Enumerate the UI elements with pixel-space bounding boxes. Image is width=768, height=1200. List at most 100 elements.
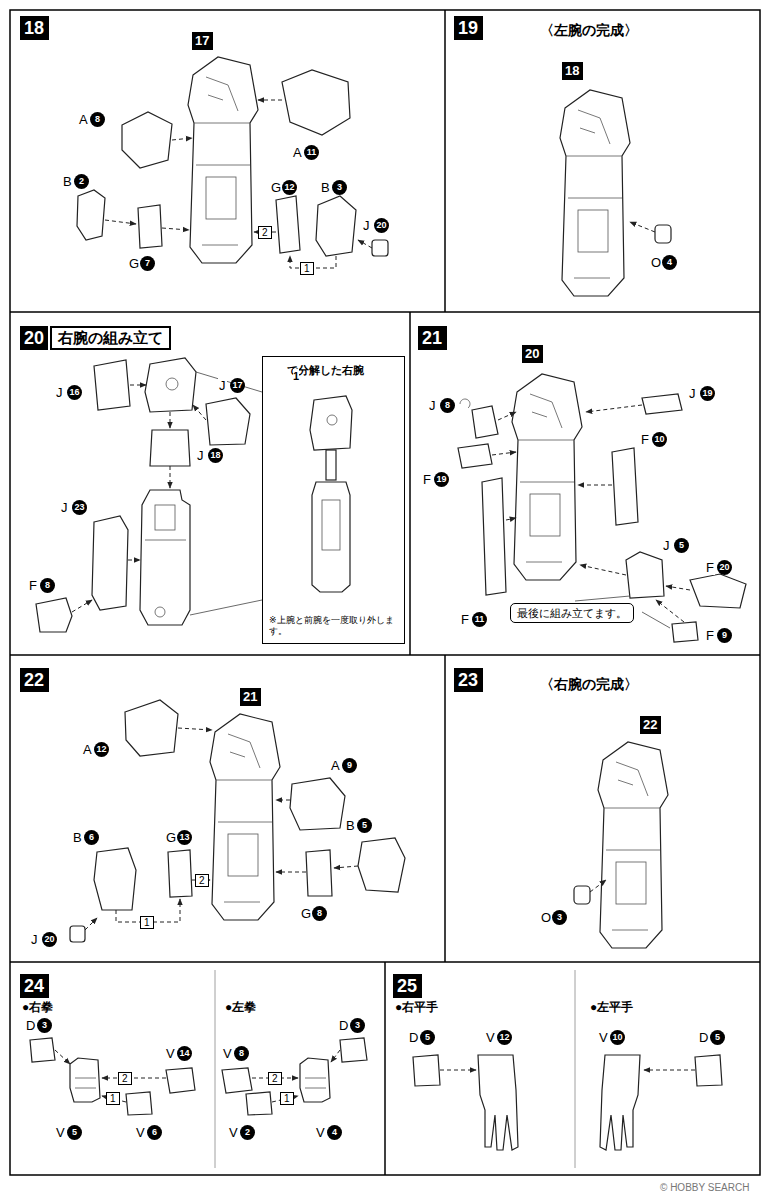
step-number: 21 — [418, 326, 447, 350]
assembly-ref: 17 — [192, 32, 213, 50]
part-outline — [316, 196, 356, 256]
watermark: © HOBBY SEARCH — [660, 1182, 749, 1194]
inset-box: で分解した右腕※上腕と前腕を一度取り外します。1 — [262, 356, 405, 644]
hand-heading: ●右拳 — [22, 1000, 53, 1015]
order-number: 1 — [110, 1093, 116, 1104]
order-box: 2 — [118, 1072, 132, 1085]
part-outline — [122, 112, 172, 168]
order-number: 2 — [122, 1073, 128, 1084]
part-detail — [166, 378, 178, 390]
part-outline — [36, 598, 72, 632]
part-outline — [125, 700, 178, 756]
part-number: 3 — [350, 1018, 365, 1033]
part-number: 8 — [40, 578, 55, 593]
assembly-arrow — [193, 405, 206, 420]
part-letter: F — [28, 578, 38, 593]
part-outline — [458, 444, 492, 468]
part-letter: D — [408, 1030, 419, 1045]
part-number: 12 — [282, 180, 297, 195]
assembly-arrow — [172, 138, 192, 140]
part-letter: D — [338, 1018, 349, 1033]
panel-frame — [444, 10, 446, 312]
order-number: 1 — [144, 917, 150, 928]
part-number: 6 — [147, 1125, 162, 1140]
assembly-arrow — [578, 485, 612, 486]
part-number: 5 — [420, 1030, 435, 1045]
order-box: 1 — [106, 1092, 120, 1105]
part-outline — [94, 360, 130, 410]
part-letter: D — [25, 1018, 36, 1033]
step-number: 25 — [397, 975, 418, 997]
step-number: 25 — [393, 974, 422, 998]
part-letter: A — [330, 758, 341, 773]
part-letter: V — [55, 1125, 66, 1140]
assembly-arrow — [55, 1050, 70, 1064]
part-letter: J — [218, 378, 227, 393]
assembly-number: 17 — [195, 33, 210, 49]
step-number: 22 — [24, 669, 45, 691]
step-number: 21 — [422, 327, 443, 349]
part-outline — [472, 406, 498, 438]
order-box: 1 — [140, 916, 154, 929]
leader-line — [196, 372, 262, 392]
part-outline — [358, 838, 405, 892]
order-box: 2 — [195, 874, 209, 887]
part-outline — [222, 1068, 252, 1093]
part-number: 4 — [662, 255, 677, 270]
part-letter: A — [78, 112, 89, 127]
part-letter: V — [315, 1125, 326, 1140]
part-outline — [150, 430, 190, 466]
part-number: 5 — [710, 1030, 725, 1045]
part-illustration — [598, 742, 668, 948]
part-number: 13 — [177, 830, 192, 845]
part-letter: J — [662, 538, 671, 553]
part-detail — [322, 500, 340, 550]
inset-text-1: ※上腕と前腕を一度取り外します。 — [269, 615, 398, 637]
step-number: 23 — [458, 669, 479, 691]
part-outline — [126, 1092, 152, 1115]
panel-frame — [10, 311, 760, 313]
part-illustration — [512, 374, 582, 580]
order-number: 2 — [272, 1073, 278, 1084]
part-outline — [138, 205, 162, 248]
panel-title: 〈右腕の完成〉 — [540, 676, 638, 693]
assembly-arrow — [128, 560, 140, 561]
part-number: 17 — [230, 378, 245, 393]
part-letter: V — [165, 1046, 176, 1061]
assembly-arrow — [656, 600, 684, 622]
part-letter: O — [540, 910, 552, 925]
part-outline — [30, 1038, 55, 1062]
part-letter: A — [292, 145, 303, 160]
part-outline — [77, 190, 105, 240]
part-number: 8 — [234, 1046, 249, 1061]
part-number: 5 — [67, 1125, 82, 1140]
part-detail — [155, 505, 175, 530]
part-number: 9 — [342, 758, 357, 773]
assembly-ref: 22 — [640, 716, 661, 734]
part-outline — [340, 1038, 367, 1062]
panel-frame — [384, 962, 386, 1175]
assembly-arrow — [178, 728, 212, 730]
order-box: 1 — [300, 262, 314, 275]
assembly-arrow — [358, 240, 372, 248]
assembly-arrow — [331, 1050, 340, 1062]
step-heading: 20右腕の組み立て — [20, 326, 172, 350]
step-number: 18 — [20, 16, 49, 40]
assembly-arrow — [105, 220, 136, 224]
step-heading-text-1: 右腕の組み立て — [50, 326, 171, 350]
part-outline — [612, 448, 638, 525]
part-outline — [695, 1055, 722, 1086]
order-number: 2 — [199, 875, 205, 886]
assembly-number: 18 — [565, 63, 580, 79]
step-ref-number: 1 — [293, 369, 299, 383]
part-outline — [145, 358, 196, 412]
part-number: 5 — [357, 818, 372, 833]
assembly-arrow — [170, 412, 171, 428]
step-number: 22 — [20, 668, 49, 692]
part-detail — [460, 399, 470, 408]
part-outline — [282, 70, 350, 135]
hand-heading: ●左拳 — [225, 1000, 256, 1015]
